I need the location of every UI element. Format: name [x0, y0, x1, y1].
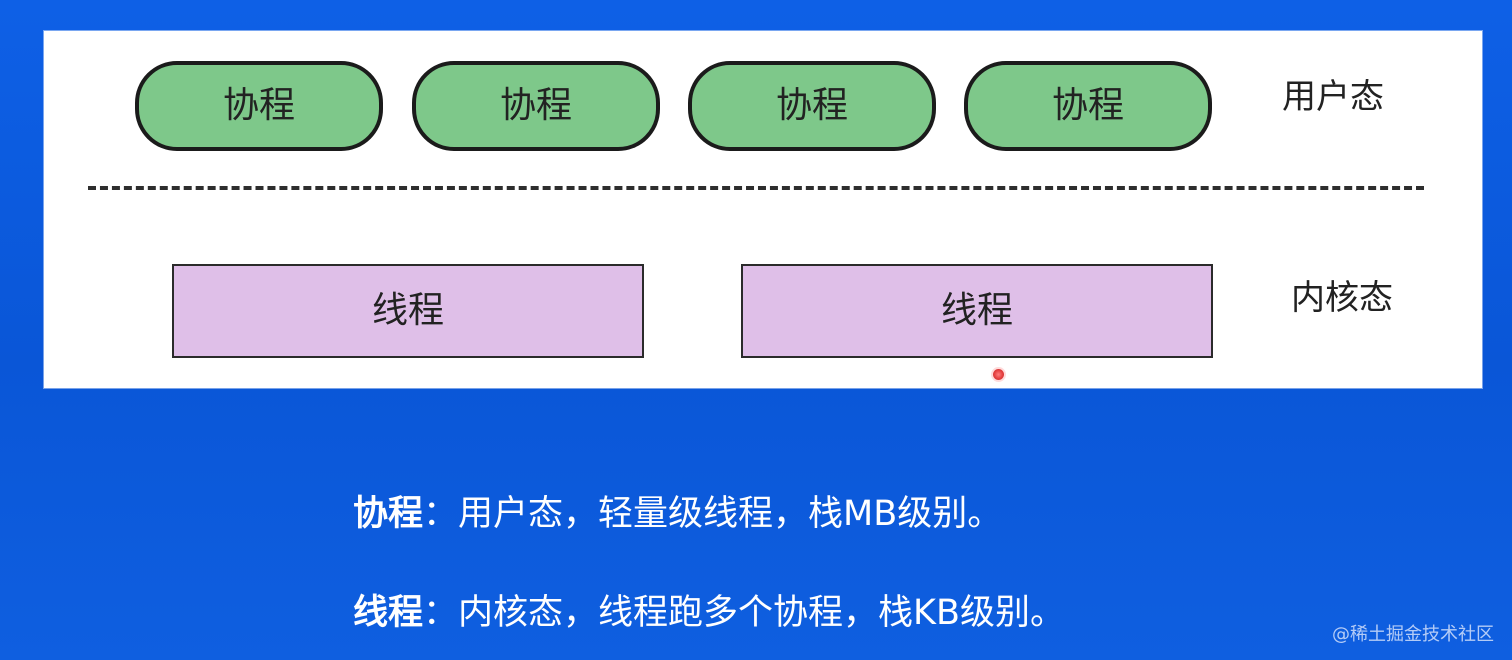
coroutine-box-2: 协程: [412, 61, 660, 151]
coroutine-label: 协程: [499, 85, 572, 126]
watermark: @稀土掘金技术社区: [1332, 624, 1494, 645]
coroutine-description: 协程：用户态，轻量级线程，栈MB级别。: [353, 497, 1002, 532]
coroutine-term: 协程: [353, 494, 424, 534]
thread-box-1: 线程: [172, 264, 644, 358]
coroutine-label: 协程: [775, 85, 848, 126]
diagram-panel: 协程 协程 协程 协程 用户态 线程 线程 内核态: [44, 31, 1482, 388]
coroutine-label: 协程: [222, 85, 295, 126]
kernel-space-label: 内核态: [1291, 278, 1393, 318]
coroutine-box-3: 协程: [688, 61, 936, 151]
space-divider: [88, 186, 1424, 194]
coroutine-box-4: 协程: [964, 61, 1212, 151]
thread-label: 线程: [940, 290, 1013, 331]
coroutine-label: 协程: [1051, 85, 1124, 126]
user-space-label: 用户态: [1282, 77, 1384, 117]
coroutine-description-text: ：用户态，轻量级线程，栈MB级别。: [423, 494, 1003, 534]
thread-description-text: ：内核态，线程跑多个协程，栈KB级别。: [423, 593, 1065, 633]
laser-pointer-dot: [993, 369, 1004, 380]
thread-description: 线程：内核态，线程跑多个协程，栈KB级别。: [353, 596, 1065, 631]
thread-label: 线程: [371, 290, 444, 331]
coroutine-box-1: 协程: [135, 61, 383, 151]
thread-term: 线程: [353, 593, 424, 633]
thread-box-2: 线程: [741, 264, 1213, 358]
